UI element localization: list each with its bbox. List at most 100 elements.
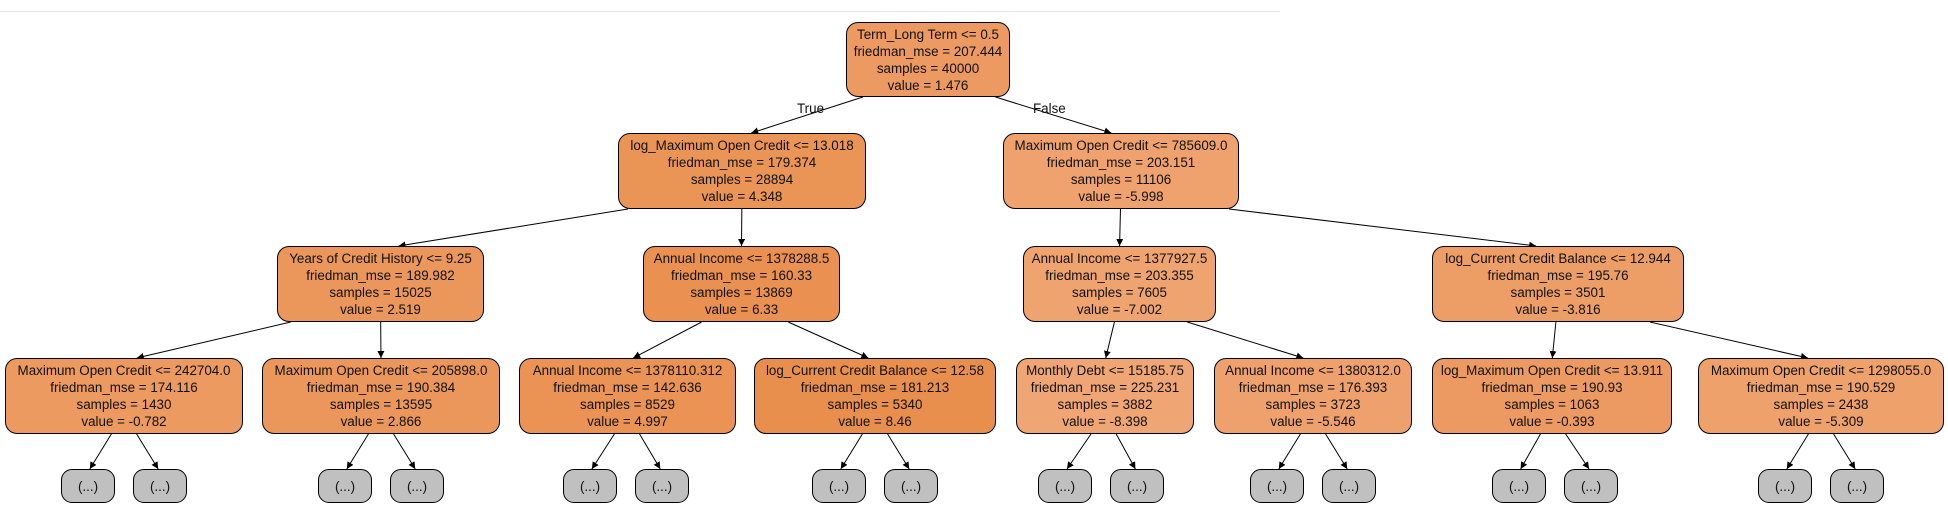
tree-node: log_Current Credit Balance <= 12.944 fri… bbox=[1432, 246, 1684, 322]
tree-edge bbox=[1786, 433, 1809, 470]
tree-edge bbox=[393, 433, 416, 470]
top-divider bbox=[0, 11, 1280, 12]
node-split-label: Maximum Open Credit <= 242704.0 bbox=[17, 363, 231, 378]
tree-node: Maximum Open Credit <= 1298055.0 friedma… bbox=[1698, 358, 1944, 434]
truncated-leaf-label: (...) bbox=[1580, 478, 1602, 494]
node-mse-label: friedman_mse = 176.393 bbox=[1238, 380, 1388, 395]
tree-node: Maximum Open Credit <= 785609.0 friedman… bbox=[1003, 133, 1239, 209]
truncated-leaf: (...) bbox=[318, 469, 372, 503]
node-value-label: value = 2.519 bbox=[340, 302, 421, 317]
tree-node: log_Maximum Open Credit <= 13.911 friedm… bbox=[1432, 358, 1672, 434]
node-split-label: Maximum Open Credit <= 1298055.0 bbox=[1710, 363, 1932, 378]
truncated-leaf: (...) bbox=[812, 469, 866, 503]
node-split-label: Monthly Debt <= 15185.75 bbox=[1026, 363, 1184, 378]
tree-node: log_Current Credit Balance <= 12.58 frie… bbox=[754, 358, 996, 434]
tree-edge bbox=[840, 433, 863, 470]
node-mse-label: friedman_mse = 189.982 bbox=[306, 268, 455, 283]
node-mse-label: friedman_mse = 190.529 bbox=[1746, 380, 1896, 395]
tree-node: Years of Credit History <= 9.25 friedman… bbox=[277, 246, 484, 322]
tree-edge bbox=[136, 433, 159, 470]
node-split-label: Years of Credit History <= 9.25 bbox=[289, 251, 472, 266]
truncated-leaf-label: (...) bbox=[900, 478, 922, 494]
node-value-label: value = -3.816 bbox=[1515, 302, 1601, 317]
node-mse-label: friedman_mse = 179.374 bbox=[667, 155, 817, 170]
node-mse-label: friedman_mse = 160.33 bbox=[670, 268, 813, 283]
node-samples-label: samples = 5340 bbox=[827, 397, 923, 412]
truncated-leaf-label: (...) bbox=[1774, 478, 1796, 494]
node-value-label: value = 4.997 bbox=[587, 414, 668, 429]
truncated-leaf-label: (...) bbox=[828, 478, 850, 494]
truncated-leaf-label: (...) bbox=[1126, 478, 1148, 494]
truncated-leaf-label: (...) bbox=[579, 478, 601, 494]
truncated-leaf: (...) bbox=[563, 469, 617, 503]
truncated-leaf: (...) bbox=[884, 469, 938, 503]
truncated-leaf-label: (...) bbox=[406, 478, 428, 494]
tree-node: Annual Income <= 1380312.0 friedman_mse … bbox=[1214, 358, 1412, 434]
tree-node: Maximum Open Credit <= 242704.0 friedman… bbox=[5, 358, 243, 434]
edge-label-true: True bbox=[797, 101, 825, 116]
node-mse-label: friedman_mse = 190.93 bbox=[1481, 380, 1623, 395]
tree-edge bbox=[398, 208, 629, 249]
node-value-label: value = -8.398 bbox=[1062, 414, 1148, 429]
tree-edge bbox=[1228, 208, 1537, 249]
node-samples-label: samples = 15025 bbox=[329, 285, 432, 300]
tree-edge bbox=[1115, 433, 1136, 470]
node-value-label: value = -0.782 bbox=[81, 414, 167, 429]
tree-edge bbox=[788, 321, 869, 359]
node-samples-label: samples = 3723 bbox=[1265, 397, 1361, 412]
tree-node-root: Term_Long Term <= 0.5 friedman_mse = 207… bbox=[846, 22, 1010, 97]
truncated-leaf-label: (...) bbox=[1846, 478, 1868, 494]
truncated-leaf-label: (...) bbox=[77, 478, 99, 494]
node-mse-label: friedman_mse = 207.444 bbox=[853, 43, 1003, 59]
tree-edge bbox=[1649, 321, 1808, 360]
edge-label-false: False bbox=[1033, 101, 1066, 116]
truncated-leaf: (...) bbox=[390, 469, 444, 503]
truncated-leaf: (...) bbox=[1492, 469, 1546, 503]
node-mse-label: friedman_mse = 190.384 bbox=[306, 380, 456, 395]
tree-edge bbox=[136, 321, 291, 360]
tree-edge bbox=[639, 433, 661, 470]
truncated-leaf-label: (...) bbox=[1338, 478, 1360, 494]
node-samples-label: samples = 3882 bbox=[1057, 397, 1153, 412]
node-value-label: value = -5.998 bbox=[1078, 189, 1164, 204]
node-value-label: value = 2.866 bbox=[340, 414, 422, 429]
node-split-label: Annual Income <= 1377927.5 bbox=[1031, 251, 1208, 266]
node-mse-label: friedman_mse = 203.151 bbox=[1046, 155, 1196, 170]
node-mse-label: friedman_mse = 195.76 bbox=[1487, 268, 1629, 283]
tree-edge bbox=[1116, 208, 1124, 247]
tree-edge bbox=[1520, 433, 1541, 470]
node-samples-label: samples = 3501 bbox=[1510, 285, 1606, 300]
tree-edge bbox=[887, 433, 910, 470]
node-value-label: value = -7.002 bbox=[1076, 302, 1163, 317]
tree-edge bbox=[1549, 321, 1557, 359]
node-mse-label: friedman_mse = 181.213 bbox=[800, 380, 950, 395]
node-value-label: value = -5.546 bbox=[1270, 414, 1356, 429]
tree-edge bbox=[1833, 433, 1856, 470]
node-split-label: Term_Long Term <= 0.5 bbox=[857, 26, 999, 42]
tree-node: Monthly Debt <= 15185.75 friedman_mse = … bbox=[1016, 358, 1194, 434]
node-samples-label: samples = 40000 bbox=[876, 60, 980, 76]
truncated-leaf: (...) bbox=[1758, 469, 1812, 503]
tree-edge bbox=[89, 433, 112, 470]
tree-node: Annual Income <= 1378110.312 friedman_ms… bbox=[519, 358, 736, 434]
node-samples-label: samples = 1430 bbox=[76, 397, 172, 412]
truncated-leaf-label: (...) bbox=[334, 478, 356, 494]
node-split-label: Maximum Open Credit <= 205898.0 bbox=[274, 363, 488, 378]
tree-node: Maximum Open Credit <= 205898.0 friedman… bbox=[262, 358, 500, 434]
node-split-label: log_Maximum Open Credit <= 13.911 bbox=[1440, 363, 1664, 378]
truncated-leaf-label: (...) bbox=[1054, 478, 1076, 494]
tree-edge bbox=[1325, 433, 1348, 470]
node-split-label: Annual Income <= 1378110.312 bbox=[532, 363, 723, 378]
node-mse-label: friedman_mse = 225.231 bbox=[1030, 380, 1180, 395]
node-split-label: Annual Income <= 1380312.0 bbox=[1225, 363, 1401, 378]
tree-node: Annual Income <= 1378288.5 friedman_mse … bbox=[643, 246, 840, 322]
node-value-label: value = -5.309 bbox=[1778, 414, 1864, 429]
truncated-leaf: (...) bbox=[1830, 469, 1884, 503]
tree-edge bbox=[1187, 321, 1304, 360]
node-samples-label: samples = 7605 bbox=[1072, 285, 1167, 300]
node-samples-label: samples = 13869 bbox=[690, 285, 793, 300]
node-value-label: value = 1.476 bbox=[887, 77, 969, 93]
node-split-label: Annual Income <= 1378288.5 bbox=[653, 251, 830, 266]
tree-edge bbox=[632, 321, 702, 359]
tree-node: log_Maximum Open Credit <= 13.018 friedm… bbox=[618, 133, 866, 209]
